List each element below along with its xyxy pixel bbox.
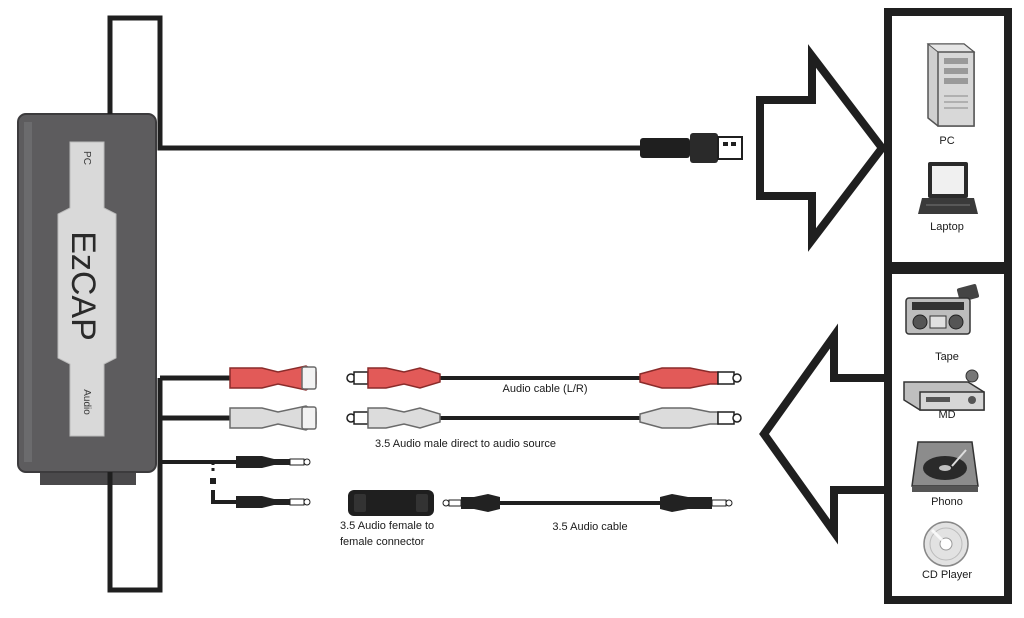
port-pc-label: PC — [81, 151, 92, 165]
rca-cable-red — [346, 367, 742, 389]
tape-recorder-icon — [905, 284, 980, 335]
jack-cable-label: 3.5 Audio cable — [552, 521, 627, 533]
brand-name: EzCAP — [64, 231, 102, 341]
usb-connector-tip — [717, 136, 743, 160]
rca-cable-label: Audio cable (L/R) — [503, 383, 588, 395]
direct-connect-label: 3.5 Audio male direct to audio source — [375, 438, 556, 450]
arrow-from-sources-icon — [759, 323, 892, 545]
arrow-to-computer-icon — [756, 44, 888, 252]
laptop-label: Laptop — [930, 221, 964, 233]
tape-label: Tape — [935, 351, 959, 363]
jack-male-lower — [236, 496, 311, 508]
female-female-adapter — [348, 490, 434, 516]
turntable-icon — [911, 441, 979, 492]
usb-plug-body — [640, 138, 690, 158]
laptop-icon — [918, 162, 978, 214]
port-audio-label: Audio — [81, 389, 92, 415]
rca-female-red — [229, 365, 317, 391]
ezcap-device: PC Audio EzCAP — [17, 113, 157, 485]
cd-player-label: CD Player — [922, 569, 972, 581]
pc-tower-icon — [926, 43, 976, 127]
rca-cable-white — [346, 407, 742, 429]
rca-female-white — [229, 405, 317, 431]
cd-icon — [923, 521, 969, 567]
pc-label: PC — [939, 135, 954, 147]
jack-to-jack-cable — [442, 494, 733, 512]
adapter-label-line1: 3.5 Audio female to — [340, 520, 434, 532]
usb-plug-grip — [690, 133, 718, 163]
md-label: MD — [938, 409, 955, 421]
usb-cable — [107, 15, 743, 163]
device-label-plate — [57, 141, 117, 437]
md-player-icon — [903, 369, 985, 411]
phono-label: Phono — [931, 496, 963, 508]
jack-male-upper — [236, 456, 311, 468]
adapter-label-line2: female connector — [340, 536, 425, 548]
audio-cable-bundle — [107, 375, 238, 593]
